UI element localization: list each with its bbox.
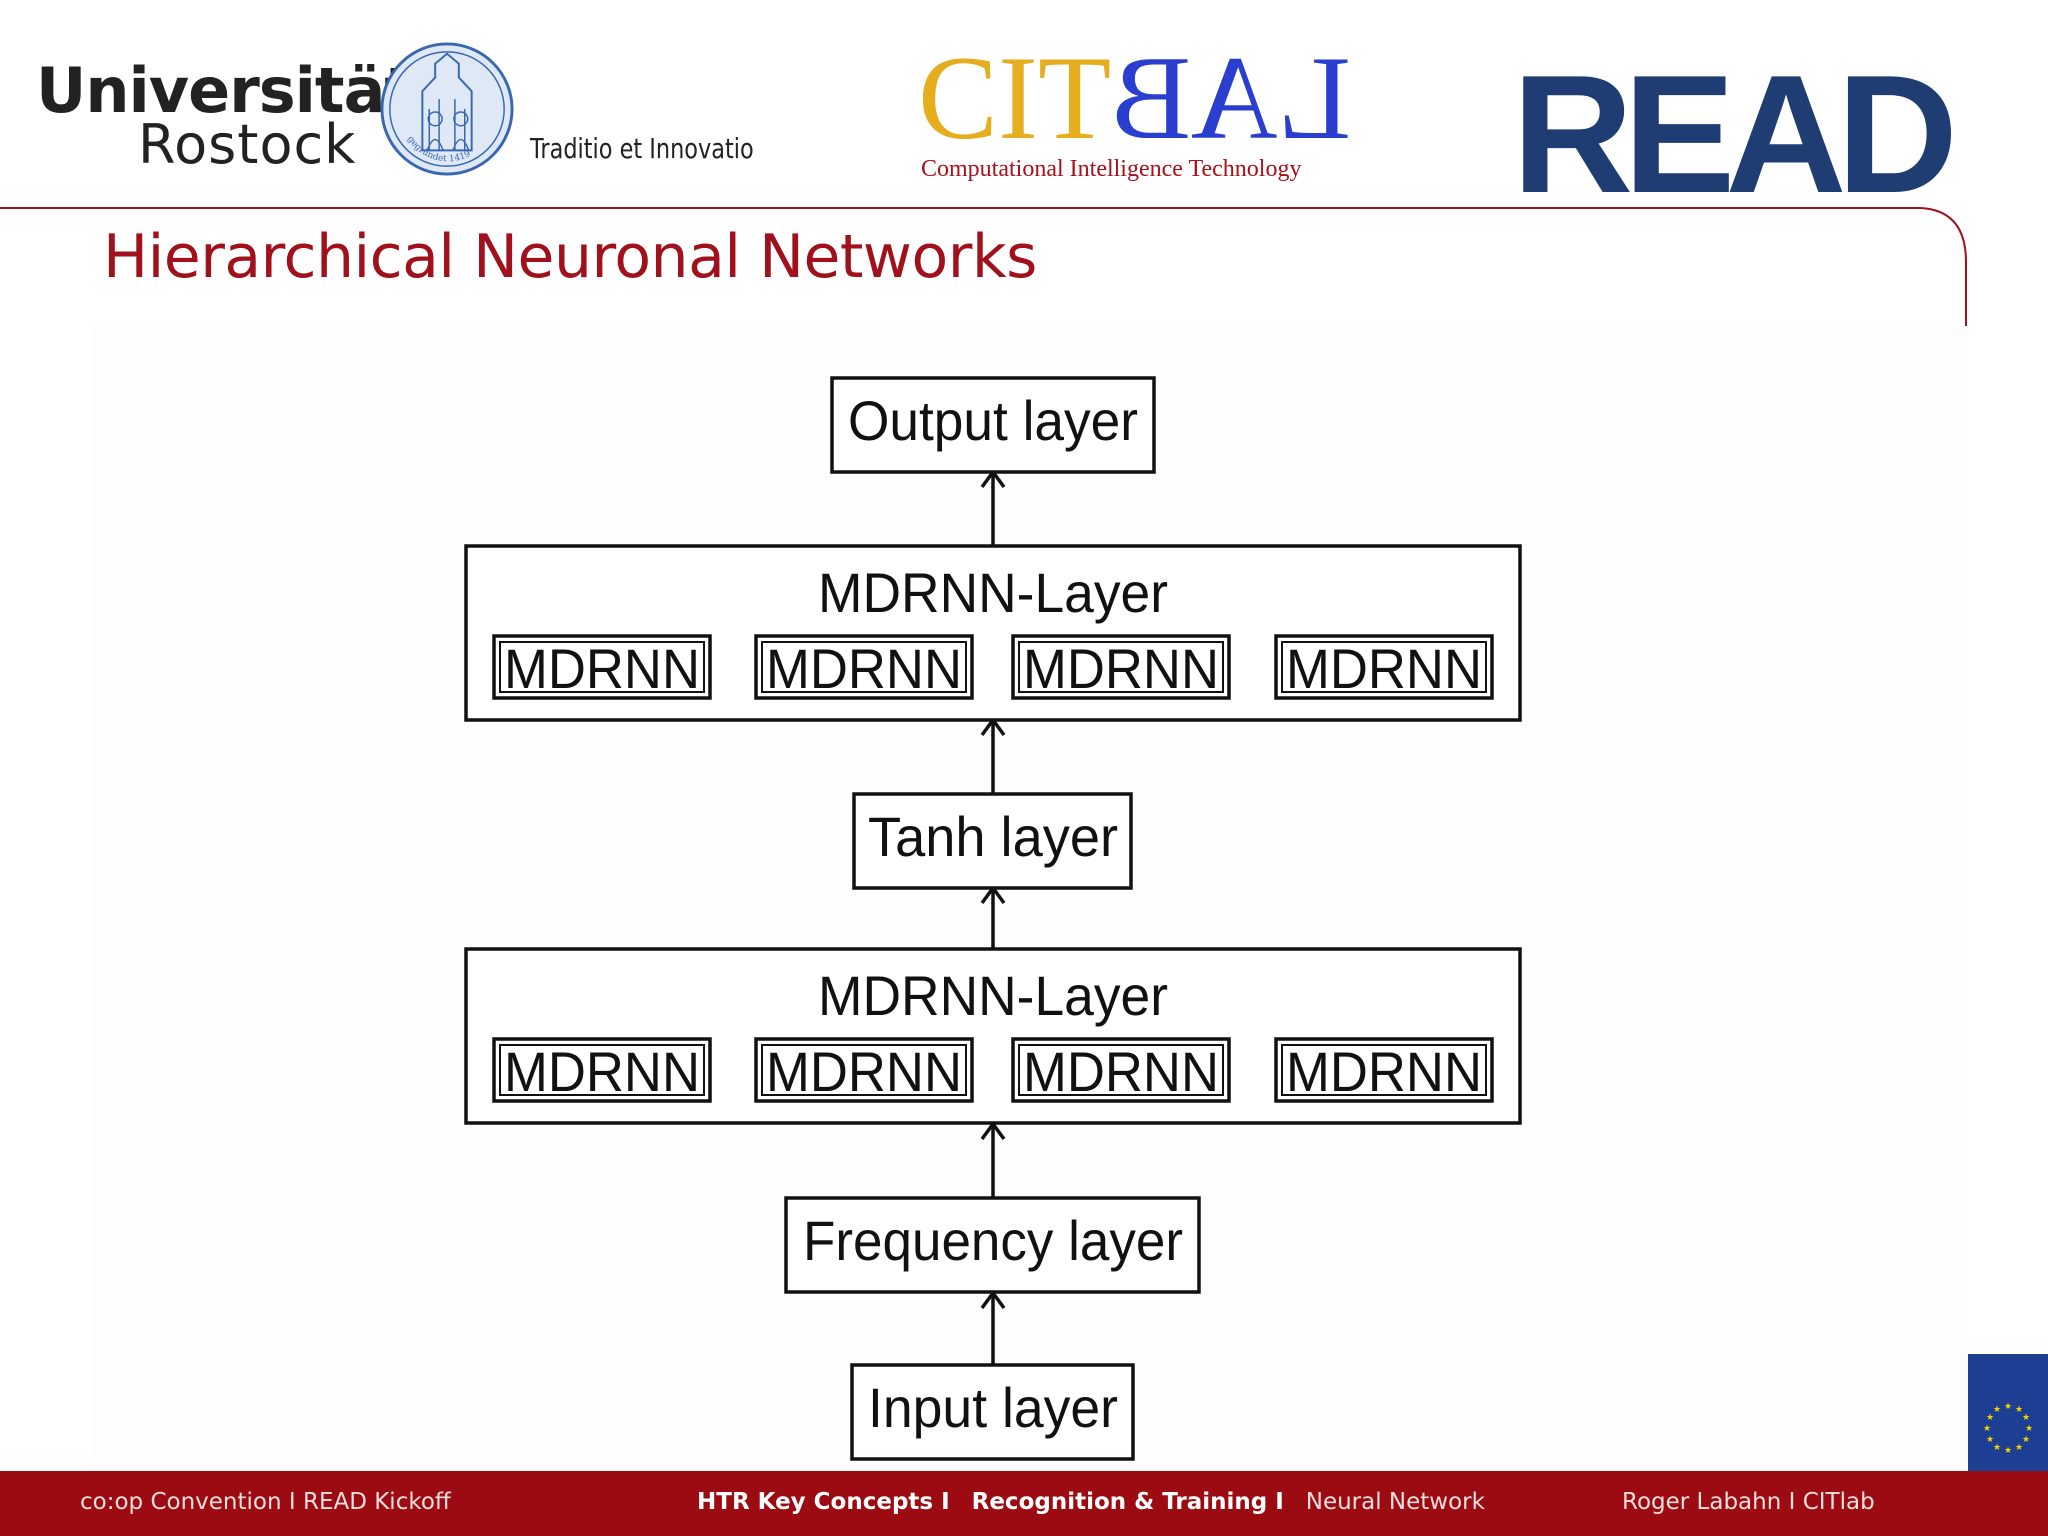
svg-text:★: ★ [2004, 1402, 2012, 1412]
svg-text:★: ★ [2025, 1424, 2033, 1434]
svg-text:★: ★ [1993, 1405, 2001, 1415]
frequency-layer-box [784, 1196, 1201, 1294]
footer-crumb-3: Neural Network [1305, 1489, 1485, 1515]
tanh-layer-box [852, 792, 1133, 890]
citlab-logo: CITLAB Computational Intelligence Techno… [918, 31, 1351, 188]
mdrnn-cell-top-1-label: MDRNN [504, 637, 700, 700]
mdrnn-cell-top-4 [1274, 634, 1494, 700]
mdrnn-cell-top-3-label: MDRNN [1023, 637, 1219, 700]
mdrnn-cell-top-4-label: MDRNN [1286, 637, 1482, 700]
university-seal-icon: gegründet 1419 [380, 42, 514, 176]
mdrnn-cell-top-2-label: MDRNN [766, 637, 962, 700]
tanh-layer-label: Tanh layer [868, 805, 1118, 868]
mdrnn-layer-top-label: MDRNN-Layer [818, 561, 1168, 624]
footer-author: Roger Labahn I CITlab [1622, 1489, 1875, 1515]
arrow-input-to-frequency [980, 1290, 1006, 1365]
footer-crumb-1: HTR Key Concepts I [697, 1489, 950, 1515]
mdrnn-cell-bottom-3-label: MDRNN [1023, 1040, 1219, 1103]
eu-flag-icon: ★★★★ ★★★★ ★★★★ [1968, 1354, 2048, 1474]
svg-text:★: ★ [2015, 1405, 2023, 1415]
university-name-line1: Universität [36, 54, 414, 127]
svg-text:★: ★ [1986, 1435, 1994, 1445]
university-rostock-logo: Universität Rostock gegründet 1419 Tradi… [30, 40, 754, 200]
svg-text:★: ★ [1983, 1424, 1991, 1434]
arrow-frequency-to-mdrnn [980, 1121, 1006, 1198]
mdrnn-cell-top-2 [754, 634, 974, 700]
input-layer-box [850, 1363, 1135, 1461]
svg-text:★: ★ [1986, 1413, 1994, 1423]
svg-text:★: ★ [1993, 1443, 2001, 1453]
output-layer-box [830, 376, 1156, 474]
mdrnn-layer-bottom-label: MDRNN-Layer [818, 964, 1168, 1027]
mdrnn-cell-bottom-3 [1011, 1037, 1231, 1103]
arrow-tanh-to-mdrnn [980, 717, 1006, 794]
footer-breadcrumb: HTR Key Concepts I Recognition & Trainin… [697, 1489, 1485, 1515]
svg-text:★: ★ [2004, 1446, 2012, 1456]
citlab-subtitle: Computational Intelligence Technology [921, 156, 1302, 182]
read-logo: READ [1512, 40, 1958, 228]
slide-title: Hierarchical Neuronal Networks [103, 222, 1037, 292]
mdrnn-cell-bottom-2-label: MDRNN [766, 1040, 962, 1103]
input-layer-label: Input layer [868, 1376, 1118, 1439]
svg-text:★: ★ [2022, 1413, 2030, 1423]
footer-bar: co:op Convention I READ Kickoff HTR Key … [0, 1471, 2048, 1536]
mdrnn-cell-bottom-1-label: MDRNN [504, 1040, 700, 1103]
mdrnn-cell-bottom-1 [492, 1037, 712, 1103]
mdrnn-cell-top-3 [1011, 634, 1231, 700]
citlab-cit: CIT [918, 31, 1112, 164]
mdrnn-cell-bottom-2 [754, 1037, 974, 1103]
mdrnn-cell-bottom-4-label: MDRNN [1286, 1040, 1482, 1103]
mdrnn-cell-top-1 [492, 634, 712, 700]
frequency-layer-label: Frequency layer [803, 1209, 1183, 1272]
svg-text:★: ★ [2022, 1435, 2030, 1445]
university-name-line2: Rostock [138, 113, 357, 176]
footer-event: co:op Convention I READ Kickoff [80, 1489, 451, 1515]
footer-crumb-2: Recognition & Training I [971, 1489, 1284, 1515]
output-layer-label: Output layer [848, 389, 1138, 452]
svg-text:★: ★ [2015, 1443, 2023, 1453]
university-motto: Traditio et Innovatio [530, 132, 754, 165]
mdrnn-cell-bottom-4 [1274, 1037, 1494, 1103]
